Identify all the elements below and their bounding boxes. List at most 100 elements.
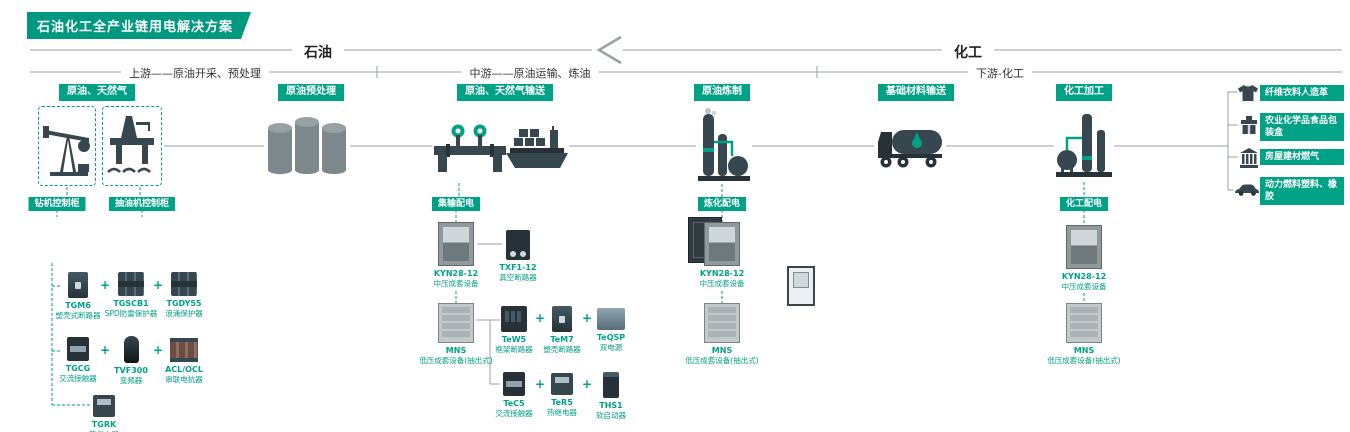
product-tgdy55: TGDY55 浪涌保护器 (144, 272, 224, 319)
car-icon (1234, 183, 1260, 196)
product-acl-ocl: ACL/OCL 串联电抗器 (144, 338, 224, 385)
vcb-device-image (506, 230, 530, 260)
plus-sign: + (152, 278, 164, 292)
pumpjack-dashed-box (38, 106, 96, 186)
mccb-device-image (68, 272, 88, 298)
product-name: 中压成套设备 (433, 279, 479, 289)
vfd-device-image (123, 336, 139, 363)
contactor-device-image (67, 337, 89, 361)
pump-control-cabinet-image (787, 266, 815, 306)
sublabel-pump-cabinet: 抽油机控制柜 (108, 197, 176, 212)
acb-device-image (501, 306, 527, 332)
product-name: 变频器 (119, 376, 143, 386)
sublabel-chemical-power: 化工配电 (1059, 197, 1109, 212)
product-tew5: TeW5 框架断路器 (474, 306, 554, 355)
product-model: MNS (445, 346, 467, 355)
mns-switchgear-image (438, 303, 474, 343)
product-model: TeW5 (501, 335, 527, 344)
plus-sign: + (534, 311, 546, 325)
product-name: SPD防雷保护器 (104, 309, 158, 319)
chemical-plant-icon (1056, 110, 1112, 180)
reactor-device-image (170, 338, 198, 362)
product-kyn28-gather: KYN28-12 中压成套设备 (416, 222, 496, 289)
end-product-fiber: 纤维衣料人造革 (1260, 85, 1344, 102)
oil-pumpjack-icon (42, 116, 92, 180)
node-refining: 原油炼制 (694, 84, 750, 101)
product-model: TeC5 (503, 399, 525, 408)
product-name: 低压成套设备(抽出式) (685, 356, 759, 366)
product-name: 塑壳断路器 (543, 345, 581, 355)
softstarter-device-image (603, 372, 619, 398)
product-model: TGRK (91, 420, 117, 429)
tshirt-icon (1238, 84, 1258, 102)
product-model: TGDY55 (166, 299, 202, 308)
end-product-agri-packaging: 农业化学品食品包装盒 (1260, 113, 1344, 142)
plus-sign: + (534, 377, 546, 391)
product-kyn28-refine: KYN28-12 中压成套设备 (682, 222, 762, 289)
product-name: 软启动器 (596, 411, 626, 421)
product-tec5: TeC5 交流接触器 (474, 372, 554, 419)
product-name: 中压成套设备 (1061, 282, 1107, 292)
building-icon (1240, 148, 1258, 168)
product-tgm6: TGM6 塑壳式断路器 (38, 272, 118, 321)
product-model: MNS (711, 346, 733, 355)
product-model: TGM6 (65, 301, 91, 310)
product-name: 热继电器 (64, 430, 144, 432)
product-name: 中压成套设备 (699, 279, 745, 289)
product-mns-chem: MNS 低压成套设备(抽出式) (1044, 303, 1124, 366)
stage-upstream: 上游——原油开采、预处理 (121, 65, 269, 81)
product-model: TeR5 (551, 398, 573, 407)
cargo-ship-icon (506, 122, 568, 174)
refinery-icon (698, 106, 750, 182)
product-tem7: TeM7 塑壳断路器 (522, 306, 602, 355)
product-name: 框架断路器 (495, 345, 533, 355)
section-chem-title: 化工 (942, 42, 994, 62)
relay-device-image (93, 395, 115, 417)
product-mns-refine: MNS 低压成套设备(抽出式) (682, 303, 762, 366)
end-product-fuel-plastics: 动力燃料塑料、橡胶 (1260, 177, 1344, 206)
kyn-switchgear-image (438, 222, 474, 266)
product-model: TGSCB1 (113, 299, 149, 308)
product-name: 浪涌保护器 (165, 309, 203, 319)
product-model: KYN28-12 (699, 269, 745, 278)
ats-device-image (597, 308, 625, 330)
product-tgscb1: TGSCB1 SPD防雷保护器 (91, 272, 171, 319)
product-model: KYN28-12 (433, 269, 479, 278)
sublabel-gathering-power: 集输配电 (431, 197, 481, 212)
product-mns-gather: MNS 低压成套设备(抽出式) (416, 303, 496, 366)
stage-midstream: 中游——原油运输、炼油 (461, 65, 599, 81)
mccb-device-image (552, 306, 572, 332)
product-tgcg: TGCG 交流接触器 (38, 337, 118, 384)
sublabel-refining-power: 炼化配电 (697, 197, 747, 212)
product-kyn28-chem: KYN28-12 中压成套设备 (1044, 225, 1124, 292)
node-pretreatment: 原油预处理 (278, 84, 344, 101)
section-oil-title: 石油 (292, 42, 344, 62)
product-model: TeM7 (550, 335, 574, 344)
product-model: TeQSP (596, 333, 626, 342)
product-name: 低压成套设备(抽出式) (1047, 356, 1121, 366)
product-ths1: THS1 软启动器 (571, 372, 651, 421)
node-transport: 原油、天然气输送 (457, 84, 553, 101)
product-ter5: TeR5 热继电器 (522, 373, 602, 418)
product-model: KYN28-12 (1061, 272, 1107, 281)
plus-sign: + (581, 311, 593, 325)
kyn-switchgear-image (1066, 225, 1102, 269)
product-name: 低压成套设备(抽出式) (419, 356, 493, 366)
contactor-device-image (503, 372, 525, 396)
page-title: 石油化工全产业链用电解决方案 (27, 12, 251, 39)
product-model: TGCG (65, 364, 91, 373)
kyn-switchgear-image (704, 222, 740, 266)
spd-device-image (118, 272, 144, 296)
product-tgrk: TGRK 热继电器 (64, 395, 144, 432)
product-name: 双电源 (599, 343, 623, 353)
pipeline-valves-icon (434, 120, 506, 176)
product-name: 串联电抗器 (165, 375, 203, 385)
relay-device-image (551, 373, 573, 395)
product-model: TVF300 (114, 366, 148, 375)
end-product-building-gas: 房屋建材燃气 (1260, 149, 1344, 166)
surge-device-image (171, 272, 197, 296)
plus-sign: + (99, 343, 111, 357)
platform-dashed-box (102, 106, 162, 186)
product-name: 真空断路器 (499, 273, 537, 283)
node-materials-transport: 基础材料输送 (878, 84, 954, 101)
